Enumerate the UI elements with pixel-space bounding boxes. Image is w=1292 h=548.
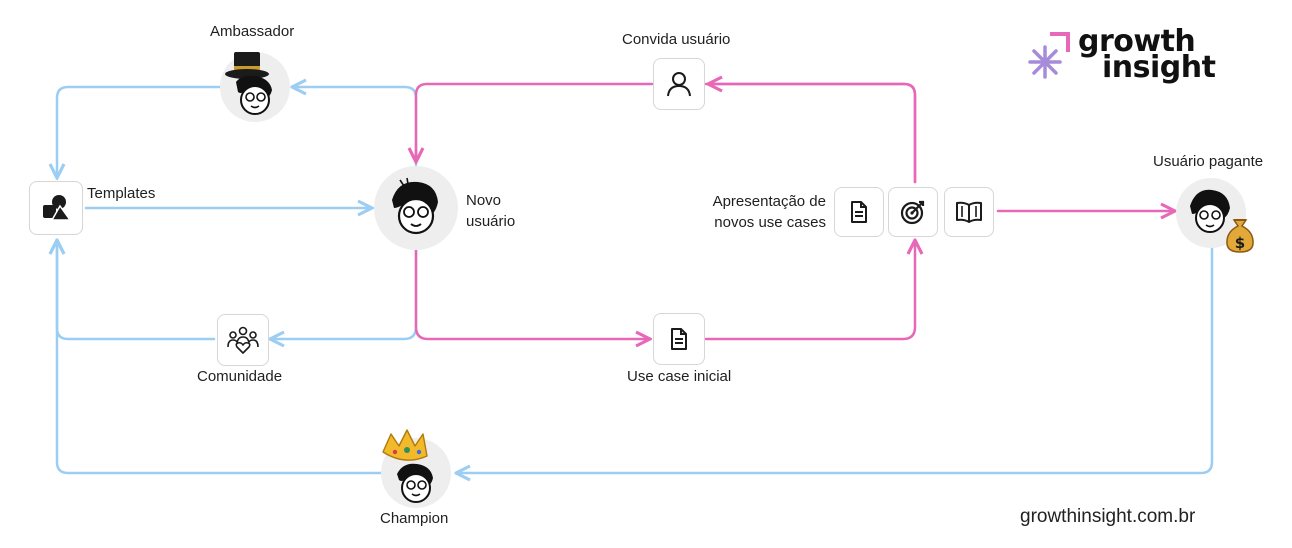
- arrow-novo-to-convida: [414, 82, 654, 162]
- arrow-convida-to-apresentacao: [704, 82, 917, 184]
- label-convida-usuario: Convida usuário: [622, 31, 731, 48]
- arrow-comunidade-to-templates: [57, 240, 216, 341]
- logo-text-insight: insight: [1102, 50, 1216, 85]
- top-hat-icon: [225, 52, 269, 79]
- arrow-pagante-to-champion: [456, 246, 1214, 473]
- arrow-novo-to-ambassador: [292, 87, 418, 167]
- convida-usuario-box[interactable]: [653, 58, 705, 110]
- svg-text:$: $: [1235, 234, 1245, 252]
- community-icon: [227, 326, 259, 354]
- label-apresentacao: Apresentação de novos use cases: [712, 193, 826, 231]
- document-icon: [671, 328, 687, 350]
- label-champion: Champion: [380, 510, 449, 527]
- apresentacao-book-box[interactable]: [944, 187, 994, 237]
- user-icon: [667, 72, 691, 97]
- apresentacao-target-box[interactable]: [888, 187, 938, 237]
- arrow-apresentacao-to-convida: [708, 84, 917, 184]
- novo-usuario-avatar[interactable]: [374, 166, 458, 250]
- label-novo-usuario: Novo usuário: [466, 192, 516, 230]
- money-bag-icon: $: [1226, 219, 1254, 253]
- website-url[interactable]: growthinsight.com.br: [1020, 506, 1196, 527]
- logo-mark-icon: [1028, 32, 1070, 79]
- brand-logo: growth insight: [1026, 24, 1226, 85]
- document-icon: [851, 201, 867, 223]
- book-icon: [956, 201, 982, 223]
- champion-avatar[interactable]: [381, 429, 451, 508]
- target-icon: [900, 200, 925, 225]
- comunidade-box[interactable]: [217, 314, 269, 366]
- shapes-icon: [43, 195, 72, 221]
- arrow-ambassador-to-templates: [57, 85, 222, 178]
- label-templates: Templates: [87, 185, 156, 202]
- crown-icon: [382, 429, 428, 461]
- arrow-usecase-to-apresentacao: [704, 240, 915, 341]
- label-use-case-inicial: Use case inicial: [627, 368, 732, 385]
- templates-box[interactable]: [29, 181, 83, 235]
- use-case-inicial-box[interactable]: [653, 313, 705, 365]
- logo-text-growth: growth: [1078, 24, 1196, 59]
- label-ambassador: Ambassador: [210, 23, 295, 40]
- usuario-pagante-avatar[interactable]: $: [1176, 178, 1254, 253]
- arrow-novo-to-usecase: [414, 248, 650, 339]
- apresentacao-document-box[interactable]: [834, 187, 884, 237]
- label-usuario-pagante: Usuário pagante: [1153, 153, 1264, 170]
- arrow-champion-to-templates: [57, 240, 383, 475]
- label-comunidade: Comunidade: [197, 368, 283, 385]
- arrow-novo-to-comunidade: [270, 248, 418, 339]
- ambassador-avatar[interactable]: [220, 52, 290, 122]
